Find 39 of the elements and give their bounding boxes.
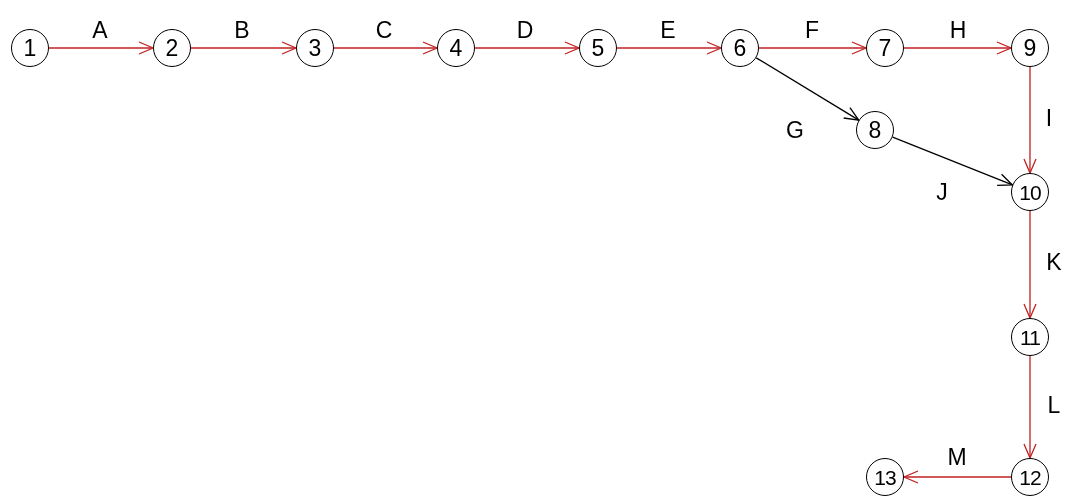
node-number: 5 — [591, 36, 605, 60]
node-number: 3 — [308, 36, 322, 60]
node-number: 8 — [868, 118, 882, 142]
event-circle — [866, 29, 904, 67]
event-circle — [437, 29, 475, 67]
arrow — [1023, 355, 1037, 459]
node-number: 7 — [878, 36, 892, 60]
event-circle — [1011, 458, 1049, 496]
event-circle — [721, 29, 759, 67]
node-number: 10 — [1019, 181, 1041, 203]
arrow — [474, 41, 580, 55]
arrow — [48, 41, 154, 55]
event-circle — [296, 29, 334, 67]
node-number: 13 — [874, 466, 896, 488]
arrow — [616, 41, 722, 55]
arrow — [333, 41, 438, 55]
arrow — [758, 41, 867, 55]
arrow — [1023, 210, 1037, 319]
event-circle — [1011, 29, 1049, 67]
event-circle — [866, 458, 904, 496]
event-circle — [11, 29, 49, 67]
node-number: 11 — [1020, 326, 1040, 348]
arrow — [755, 57, 860, 121]
event-circle — [579, 29, 617, 67]
arrow — [892, 136, 1013, 186]
node-number: 6 — [733, 36, 747, 60]
arrow — [903, 41, 1012, 55]
node-number: 12 — [1019, 466, 1041, 488]
event-circle — [856, 111, 894, 149]
arrow — [1023, 66, 1037, 174]
event-circle — [153, 29, 191, 67]
arrow — [903, 470, 1012, 484]
node-number: 4 — [449, 36, 463, 60]
event-circle — [1011, 318, 1049, 356]
event-circle — [1011, 173, 1049, 211]
node-number: 1 — [23, 36, 37, 60]
node-number: 9 — [1023, 36, 1037, 60]
node-number: 2 — [165, 36, 179, 60]
arrow — [190, 41, 297, 55]
